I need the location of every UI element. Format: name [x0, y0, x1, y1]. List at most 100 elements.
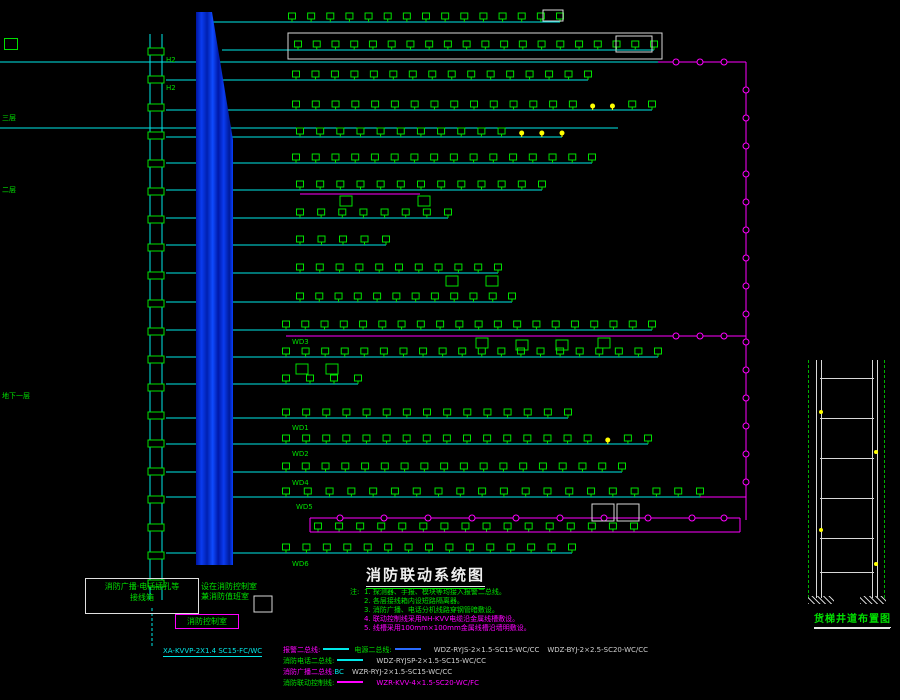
fire-control-room-box: 消防广播·电话插孔等 接线箱 — [85, 578, 199, 614]
module-box — [417, 195, 431, 207]
device-row — [166, 153, 596, 164]
detector-device — [402, 12, 411, 20]
detector-device — [404, 543, 413, 551]
elevator-drawing-caption: 货梯井道布置图 — [814, 610, 891, 628]
control-module-node — [688, 514, 696, 522]
detector-device — [499, 462, 508, 470]
detector-device — [321, 347, 330, 355]
detector-device — [371, 100, 380, 108]
detector-device — [598, 462, 607, 470]
detector-device — [440, 462, 449, 470]
legend-text: 报警二总线: — [283, 646, 321, 654]
detector-device — [556, 40, 565, 48]
ground-hatch — [860, 596, 886, 604]
detector-device — [419, 347, 428, 355]
control-module-node — [380, 514, 388, 522]
floor-junction-box — [147, 439, 165, 448]
detector-device — [525, 70, 534, 78]
equipment-frame — [542, 9, 564, 22]
detector-device — [392, 292, 401, 300]
control-module-node — [644, 514, 652, 522]
control-module-node — [742, 310, 750, 318]
elevator-shaft-drawing: 货梯井道布置图 — [808, 356, 896, 656]
detector-device — [608, 487, 617, 495]
detector-device — [457, 180, 466, 188]
control-module-node — [742, 282, 750, 290]
detector-device — [410, 100, 419, 108]
detector-device — [400, 462, 409, 470]
legend-text: WZR-KVV-4×1.5-SC20-WC/FC — [376, 679, 480, 687]
detector-device — [401, 208, 410, 216]
device-row — [310, 522, 638, 533]
detector-device — [380, 208, 389, 216]
detector-device — [477, 180, 486, 188]
detector-device — [370, 153, 379, 161]
control-module-node — [742, 366, 750, 374]
detector-device — [595, 347, 604, 355]
detector-device — [450, 292, 459, 300]
legend-line-sample — [394, 648, 421, 650]
detector-device — [509, 100, 518, 108]
shaft-marker-dot — [819, 528, 823, 532]
detector-device — [296, 180, 304, 188]
detector-device — [322, 543, 331, 551]
detector-device — [411, 292, 420, 300]
legend-text: 电源二总线: — [354, 646, 392, 654]
legend-text: WDZ-BYJ-2×2.5-SC20-WC/CC — [547, 646, 649, 654]
detector-device — [467, 70, 476, 78]
detector-device — [494, 263, 502, 271]
detector-device — [326, 12, 335, 20]
control-module-node — [742, 170, 750, 178]
detector-device — [593, 40, 602, 48]
detector-device — [353, 292, 362, 300]
detector-device — [416, 127, 425, 135]
floor-junction-box — [147, 467, 165, 476]
legend-row: 消防电话二总线:WDZ-RYJSP-2×1.5-SC15-WC/CC — [283, 656, 648, 667]
detector-device — [568, 543, 576, 551]
shaft-marker-dot — [874, 450, 878, 454]
detector-device — [578, 462, 587, 470]
detector-device — [543, 487, 552, 495]
equipment-frame — [287, 32, 663, 60]
detector-device — [445, 543, 454, 551]
detector-device — [508, 292, 516, 300]
detector-device — [334, 292, 343, 300]
detector-device — [521, 487, 530, 495]
control-module-node — [742, 394, 750, 402]
floor-junction-box — [147, 355, 165, 364]
detector-device — [282, 408, 290, 416]
control-module-node — [720, 514, 728, 522]
detector-device — [302, 543, 311, 551]
detector-device — [648, 100, 656, 108]
detector-device — [652, 487, 661, 495]
detector-device — [548, 153, 557, 161]
detector-device — [396, 127, 405, 135]
detector-device — [376, 127, 385, 135]
detector-device — [282, 320, 290, 328]
detector-device — [654, 347, 662, 355]
note-line: 5. 线槽采用100mm×100mm金属线槽沿墙明敷设。 — [364, 624, 531, 632]
equipment-frame — [616, 503, 640, 522]
control-module-node — [672, 332, 680, 340]
detector-device — [390, 100, 399, 108]
detector-device — [532, 320, 541, 328]
caption-underline — [814, 628, 890, 629]
detector-device — [356, 522, 365, 530]
floor-junction-box — [147, 47, 165, 56]
detector-device — [575, 347, 584, 355]
detector-device — [442, 434, 451, 442]
detector-device — [517, 12, 526, 20]
module-box — [555, 339, 569, 351]
detector-device — [296, 208, 304, 216]
detector-device — [503, 434, 512, 442]
detector-device — [317, 235, 326, 243]
detector-device — [644, 434, 652, 442]
detector-device — [321, 462, 330, 470]
detector-device — [513, 320, 522, 328]
shaft-floor-line — [820, 572, 874, 573]
control-room-side-note: 设在消防控制室 兼消防值班室 — [201, 582, 257, 602]
control-module-node — [720, 332, 728, 340]
detector-device — [301, 462, 310, 470]
control-module-node — [696, 332, 704, 340]
